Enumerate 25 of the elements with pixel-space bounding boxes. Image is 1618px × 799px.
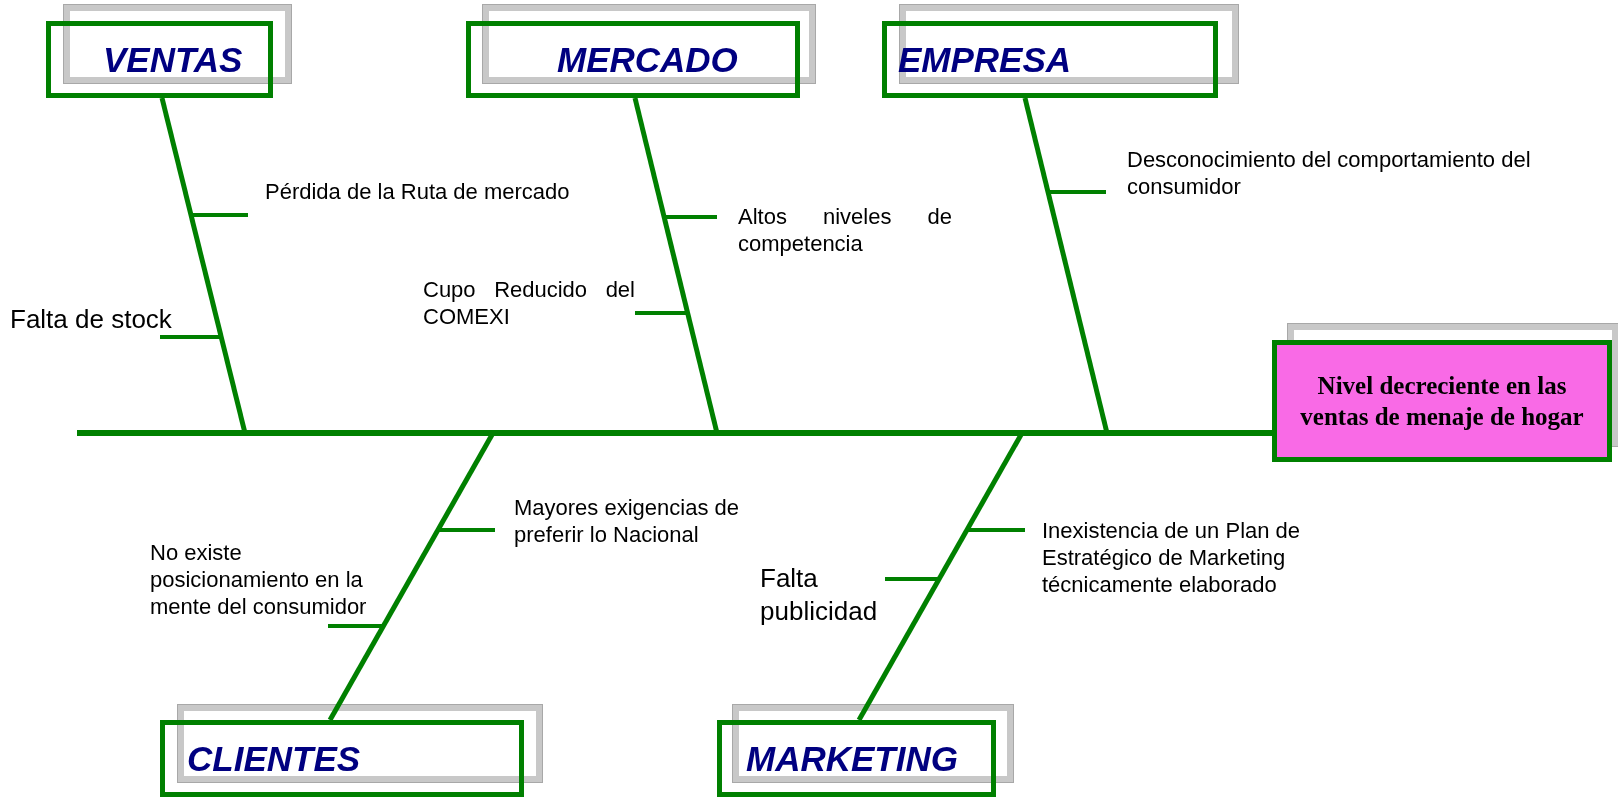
category-box: MARKETING [717,720,996,797]
rib-line [191,213,248,217]
cause-text: Falta publicidad [760,562,885,628]
cause-text: Mayores exigencias de preferir lo Nacional [495,494,751,550]
cause-text: Inexistencia de un Plan de Estratégico de Marketing técnicamente elaborado [1025,517,1332,599]
effect-box: Nivel decreciente en las ventas de menaje de hogar [1272,340,1612,462]
category-box: EMPRESA [882,21,1218,98]
rib-line [328,624,384,628]
cause-text: Desconocimiento del comportamiento del consumidor [1106,146,1537,202]
rib-line [966,528,1025,532]
spine-line [77,430,1272,436]
cause-text: Pérdida de la Ruta de mercado [248,178,575,234]
category-box: CLIENTES [160,720,524,797]
cause-text: Cupo Reducido del COMEXI [423,276,635,332]
cause-text: Altos niveles de competencia [717,203,952,259]
rib-line [1048,190,1106,194]
cause-text: Falta de stock [10,303,180,336]
rib-line [160,335,222,339]
rib-line [664,215,717,219]
cause-text: No existe posicionamiento en la mente del consumidor [150,539,390,626]
rib-line [885,577,940,581]
rib-line [437,528,495,532]
rib-line [635,311,688,315]
category-box: MERCADO [466,21,800,98]
category-box: VENTAS [46,21,273,98]
